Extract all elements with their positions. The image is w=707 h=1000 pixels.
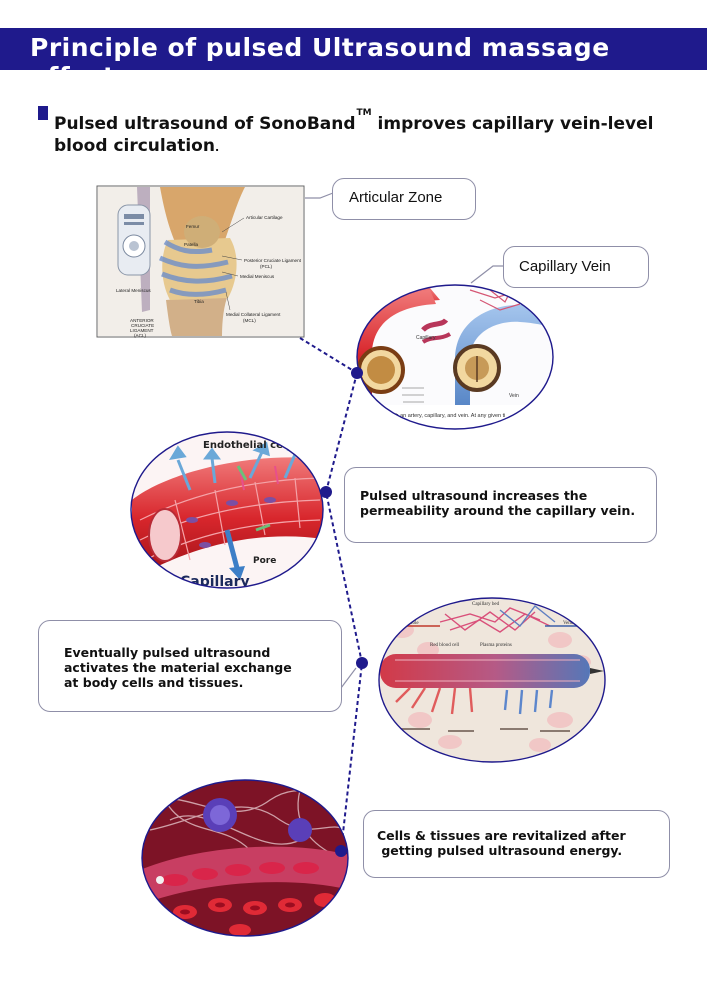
permeability-line-1: Pulsed ultrasound increases the [360,488,588,503]
callout-revitalized: Cells & tissues are revitalized after ge… [363,810,670,878]
knee-label-acl-4: (ACL) [134,333,146,338]
connector-dot [320,486,332,498]
revitalized-line-1: Cells & tissues are revitalized after [377,828,626,843]
heading-line2: blood circulation [54,136,215,156]
dashed-connectors [299,337,364,852]
connector-chain [324,372,364,852]
knee-label-acl-2: CRUCIATE [131,323,154,328]
bed-label-venule: Venule [563,621,578,626]
trademark-mark: TM [356,108,372,118]
bed-label-rbc: Red blood cell [430,643,460,648]
title-banner: Principle of pulsed Ultrasound massage e… [0,28,707,91]
vein-caption: stions through an artery, capillary, and… [364,413,505,419]
connector-knee [299,337,358,374]
heading-line1-pre: Pulsed ultrasound of SonoBand [54,114,356,134]
bed-label-capillary-bed: Capillary bed [472,602,500,607]
knee-label-acl-1: ANTERIOR [130,318,154,323]
artery-vein-illustration: stions through an artery, capillary, and… [356,284,554,430]
callout-pointer-capillary [470,265,503,284]
callout-material-exchange: Eventually pulsed ultrasound activates t… [38,620,342,712]
endo-label-endothelial: Endothelial ce [203,440,283,451]
connector-dots [320,367,368,857]
callout-articular-zone: Articular Zone [332,178,476,220]
articular-zone-label: Articular Zone [349,189,443,206]
endo-label-pore: Pore [253,556,276,566]
knee-anatomy-image: Femur Articular Cartilage Patella Poster… [96,185,305,338]
callout-pointer-articular [305,192,334,199]
knee-label-medial-meniscus: Medial Meniscus [240,274,275,279]
capillary-bed-illustration: Capillary bed arteriole Venule Red blood… [378,597,606,763]
heading-line1-post: improves capillary vein-level [371,114,654,134]
knee-label-pcl-abbr: (PCL) [260,264,272,269]
callout-permeability: Pulsed ultrasound increases the permeabi… [344,467,657,543]
heading-text: Pulsed ultrasound of SonoBandTM improves… [54,102,694,159]
vein-label-capillary: Capillary [416,335,436,341]
connector-dot [356,657,368,669]
capillary-vein-label: Capillary Vein [519,258,611,275]
exchange-line-2: activates the material exchange [64,660,292,675]
bed-label-plasma: Plasma proteins [480,643,512,648]
knee-label-lateral-meniscus: Lateral Meniscus [116,288,151,293]
exchange-line-3: at body cells and tissues. [64,675,244,690]
connector-dot [351,367,363,379]
cells-tissue-illustration [141,779,349,937]
knee-label-mcl-abbr: (MCL) [243,318,256,323]
connector-dot [335,845,347,857]
exchange-line-1: Eventually pulsed ultrasound [64,645,271,660]
knee-label-pcl: Posterior Cruciate Ligament [244,258,302,263]
page-title: Principle of pulsed Ultrasound massage e… [30,33,610,91]
knee-label-tibia: Tibia [194,299,204,304]
heading-period: . [214,141,220,154]
callout-capillary-vein: Capillary Vein [503,246,649,288]
revitalized-line-2: getting pulsed ultrasound energy. [377,843,623,858]
knee-label-mcl: Medial Collateral Ligament [226,312,281,317]
endothelial-illustration: Endothelial ce Pore Capillary [130,431,324,589]
knee-label-acl-3: LIGAMENT [130,328,154,333]
square-bullet-icon [38,106,48,120]
permeability-line-2: permeability around the capillary vein. [360,503,636,518]
knee-label-cartilage: Articular Cartilage [246,215,283,220]
vein-label-vein: Vein [509,393,519,399]
knee-label-patella: Patella [184,242,198,247]
knee-label-femur: Femur [186,224,200,229]
